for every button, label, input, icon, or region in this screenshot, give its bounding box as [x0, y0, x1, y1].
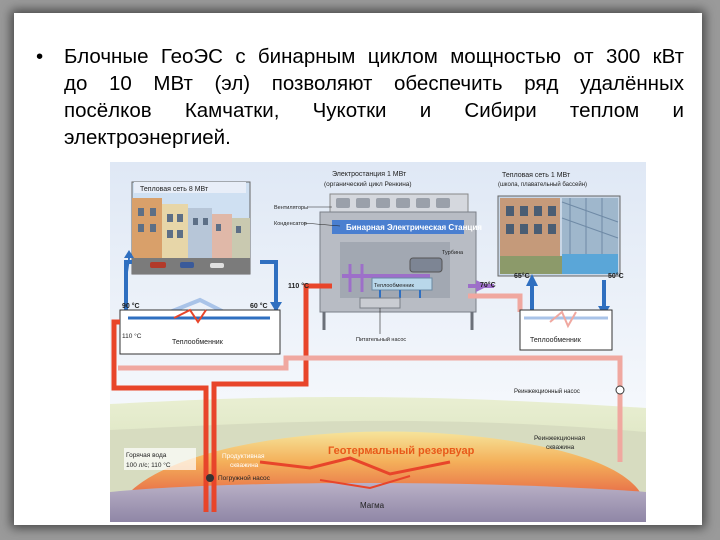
left-supply-pipe — [124, 260, 132, 330]
hot-water-pipe-plant — [211, 283, 332, 512]
magma-layer — [110, 483, 646, 522]
hot-water-pipe-left — [111, 319, 209, 512]
production-well-label-1: Продуктивная — [222, 453, 265, 460]
text-word: 10 — [108, 72, 132, 95]
right-hx-label: Теплообменник — [530, 336, 582, 344]
text-word: и — [672, 99, 684, 122]
text-word: теплом — [569, 99, 640, 122]
hot-water-label-1: Горячая вода — [126, 452, 167, 459]
submersible-pump-label: Погружной насос — [218, 474, 271, 482]
left-up-arrow — [124, 250, 134, 272]
bullet-marker: • — [36, 45, 44, 68]
text-word: (эл) — [214, 72, 251, 95]
temp-65-label: 65°C — [514, 272, 530, 280]
temp-110-plant-label: 110 °C — [288, 282, 309, 290]
temp-90-label: 90 °C — [122, 302, 140, 310]
magma-label: Магма — [360, 501, 385, 510]
text-word: циклом — [367, 45, 438, 68]
left-down-arrow — [270, 302, 282, 312]
school-photo — [497, 195, 621, 277]
geothermal-plant-diagram: Тепловая сеть 8 МВт Тепловая сеть 1 МВт … — [110, 162, 646, 522]
submersible-pump-icon — [206, 474, 214, 482]
text-word: кВт — [652, 45, 684, 68]
text-word: ГеоЭС — [160, 45, 223, 68]
left-return-pipe — [260, 260, 278, 310]
text-word: ряд — [524, 72, 559, 95]
text-line-2: до 10 МВт (эл) позволяют обеспечить ряд удалённ… — [64, 70, 684, 97]
heat-net-right-label-1: Тепловая сеть 1 МВт — [502, 172, 571, 179]
text-word: 300 — [606, 45, 641, 68]
hot-water-label-2: 100 л/с; 110 °C — [126, 461, 171, 469]
text-word: мощностью — [450, 45, 561, 68]
heat-net-left-label: Тепловая сеть 8 МВт — [140, 186, 209, 193]
bullet-paragraph: • Блочные ГеоЭС с бинарным циклом мощностью от… — [36, 43, 684, 151]
magma-crack — [259, 456, 451, 476]
plant-title-1: Электростанция 1 МВт — [332, 171, 407, 178]
text-word: удалённых — [580, 72, 684, 95]
temp-110-left-label: 110 °C — [122, 332, 142, 340]
warm-pipe-to-right-hx — [468, 293, 523, 312]
temp-60-label: 60 °C — [250, 302, 268, 310]
geothermal-reservoir — [130, 431, 640, 492]
reinjection-well-label-1: Реинжекционная — [534, 435, 585, 442]
text-word: бинарным — [257, 45, 356, 68]
text-word: до — [64, 72, 88, 95]
text-word: обеспечить — [394, 72, 503, 95]
binary-power-plant — [319, 193, 477, 330]
reinjection-pump-label: Реинжекционный насос — [514, 388, 580, 395]
text-word: Сибири — [464, 99, 537, 122]
right-heat-exchanger — [519, 309, 613, 351]
magma-crack-2 — [319, 475, 411, 490]
reinjection-pipe — [280, 355, 623, 390]
text-word: посёлков — [64, 99, 152, 122]
text-word: с — [235, 45, 246, 68]
heat-net-right-label-2: (школа, плавательный бассейн) — [498, 181, 587, 188]
heat-net-left-label-bg — [134, 182, 246, 193]
plant-banner-label: Бинарная Электрическая Станция — [346, 223, 482, 232]
text-word: МВт — [153, 72, 193, 95]
condenser-label: Конденсатор — [274, 221, 307, 227]
text-word: Блочные — [64, 45, 149, 68]
left-hx-label: Теплообменник — [172, 338, 224, 346]
town-photo — [131, 181, 251, 275]
text-word: Чукотки — [312, 99, 387, 122]
text-word: от — [573, 45, 594, 68]
slide: • Блочные ГеоЭС с бинарным циклом мощностью от… — [14, 13, 702, 525]
reinjection-well-label-2: скважина — [546, 444, 575, 451]
reservoir-label: Геотермальный резервуар — [328, 445, 475, 457]
feed-pump-label: Питательный насос — [356, 336, 406, 343]
text-word: электроэнергией. — [64, 126, 231, 149]
temp-50-label: 50°C — [608, 272, 624, 280]
text-word: Камчатки, — [184, 99, 280, 122]
text-line-4: электроэнергией. — [64, 124, 684, 151]
text-word: и — [419, 99, 432, 122]
plant-title-2: (органический цикл Ренкина) — [324, 180, 412, 188]
text-line-3: посёлков Камчатки, Чукотки и Сибири теплом и — [64, 97, 684, 124]
temp-70-label: 70°C — [480, 281, 496, 289]
text-line-1: Блочные ГеоЭС с бинарным циклом мощностью от 30… — [64, 43, 684, 70]
production-well-label-2: скважина — [230, 462, 259, 469]
ventilators-label: Вентиляторы — [274, 205, 308, 211]
text-word: позволяют — [271, 72, 373, 95]
inner-heat-exchanger-label: Теплообменник — [374, 283, 414, 289]
turbine-label: Турбина — [442, 250, 464, 256]
